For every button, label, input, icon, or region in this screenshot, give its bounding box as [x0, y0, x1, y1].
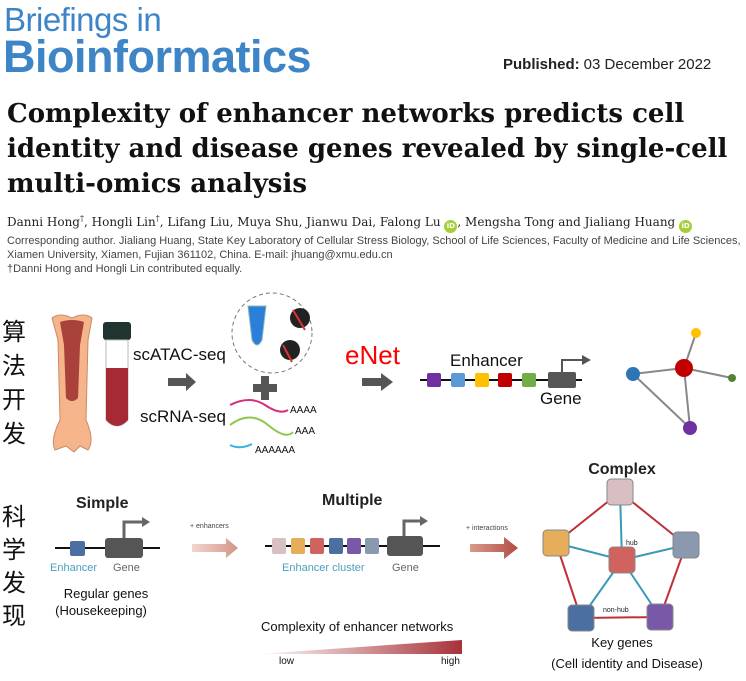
author-separator: ,: [159, 215, 168, 229]
scrna-label: scRNA-seq: [140, 407, 226, 426]
corresponding-author: Corresponding author. Jialiang Huang, St…: [7, 235, 741, 261]
blood-tube-icon: [103, 322, 131, 427]
svg-text:算: 算: [2, 319, 26, 346]
arrow-right-icon: [168, 373, 196, 391]
author-separator: ,: [298, 215, 307, 229]
polya-labels: AAAA AAA AAAAAA: [255, 405, 317, 456]
author-separator: ,: [372, 215, 380, 229]
svg-text:学: 学: [2, 537, 26, 564]
enhancer-label: Enhancer: [450, 351, 523, 370]
key-genes-subtitle: (Cell identity and Disease): [551, 656, 703, 671]
enhancer-cluster-label: Enhancer cluster: [282, 562, 365, 574]
orcid-icon[interactable]: iD: [444, 220, 458, 233]
author-name[interactable]: Falong Lu: [379, 215, 441, 229]
journal-logo-line2: Bioinformatics: [3, 31, 312, 82]
multiple-track: [265, 516, 440, 556]
complex-title: Complex: [588, 461, 656, 478]
equal-contribution-note: †Danni Hong and Hongli Lin contributed e…: [7, 263, 243, 275]
multiple-title: Multiple: [322, 492, 383, 509]
svg-text:AAAA: AAAA: [290, 405, 317, 416]
author-list: Danni Hong†, Hongli Lin†, Lifang Liu, Mu…: [7, 214, 693, 233]
enhancer-gene-track: [420, 355, 591, 388]
author-separator: and: [554, 215, 585, 229]
key-genes-label: Key genes: [591, 635, 653, 650]
enet-label: eNet: [345, 340, 401, 370]
author-name[interactable]: Jialiang Huang: [584, 215, 676, 229]
single-cell-atac-illustration: [231, 292, 313, 374]
affiliations: Corresponding author. Jialiang Huang, St…: [7, 234, 742, 276]
svg-text:科: 科: [2, 504, 26, 531]
plus-icon: [253, 376, 277, 400]
plus-interactions-label: + interactions: [466, 525, 508, 532]
journal-logo-line1: Briefings in: [4, 1, 162, 38]
scatac-label: scATAC-seq: [133, 345, 226, 364]
low-label: low: [279, 656, 295, 667]
housekeeping-label: (Housekeeping): [55, 603, 147, 618]
svg-text:AAA: AAA: [295, 426, 315, 437]
svg-text:开: 开: [2, 387, 26, 414]
svg-text:发: 发: [2, 570, 26, 597]
non-hub-label: non-hub: [603, 607, 629, 614]
article-title: Complexity of enhancer networks predicts…: [7, 99, 728, 199]
author-name[interactable]: Mengsha Tong: [465, 215, 555, 229]
plus-enhancers-label: + enhancers: [190, 523, 229, 530]
hub-label: hub: [626, 540, 638, 547]
complex-network: [542, 478, 700, 632]
author-name[interactable]: Danni Hong: [7, 215, 80, 229]
complexity-scale-title: Complexity of enhancer networks: [261, 619, 454, 634]
bone-icon: [51, 314, 93, 453]
side-label-discovery: 科 学 发 现: [2, 504, 26, 630]
gradient-arrow-icon: [192, 538, 238, 558]
svg-text:发: 发: [2, 421, 26, 448]
published-value: 03 December 2022: [583, 56, 712, 73]
side-label-algorithm: 算 法 开 发: [2, 319, 26, 448]
mrna-waves: [229, 399, 294, 449]
svg-text:AAAAAA: AAAAAA: [255, 445, 295, 456]
svg-text:法: 法: [2, 353, 26, 380]
complexity-gradient-bar: [257, 640, 462, 654]
equal-contribution-mark: †: [79, 214, 84, 223]
svg-text:现: 现: [2, 603, 26, 630]
enhancer-network-graph: [626, 328, 736, 435]
simple-gene-label: Gene: [113, 562, 140, 574]
author-name[interactable]: Jianwu Dai: [306, 215, 373, 229]
equal-contribution-mark: †: [155, 214, 160, 223]
author-separator: ,: [83, 215, 92, 229]
simple-title: Simple: [76, 495, 129, 512]
simple-track: [55, 517, 160, 558]
author-name[interactable]: Muya Shu: [237, 215, 299, 229]
orcid-icon[interactable]: iD: [679, 220, 693, 233]
graphical-abstract: 算 法 开 发 科 学 发 现 scATAC-seq scRNA-seq AAA…: [2, 292, 736, 671]
gene-label: Gene: [540, 389, 582, 408]
regular-genes-label: Regular genes: [64, 586, 149, 601]
author-separator: ,: [457, 215, 466, 229]
author-name[interactable]: Lifang Liu: [167, 215, 230, 229]
published-date: Published:03 December 2022: [503, 56, 711, 73]
gradient-arrow-icon: [470, 537, 518, 559]
multiple-gene-label: Gene: [392, 562, 419, 574]
author-name[interactable]: Hongli Lin: [91, 215, 156, 229]
high-label: high: [441, 656, 460, 667]
published-label: Published:: [503, 56, 580, 73]
author-separator: ,: [229, 215, 238, 229]
arrow-right-icon: [362, 373, 393, 391]
simple-enhancer-label: Enhancer: [50, 562, 97, 574]
